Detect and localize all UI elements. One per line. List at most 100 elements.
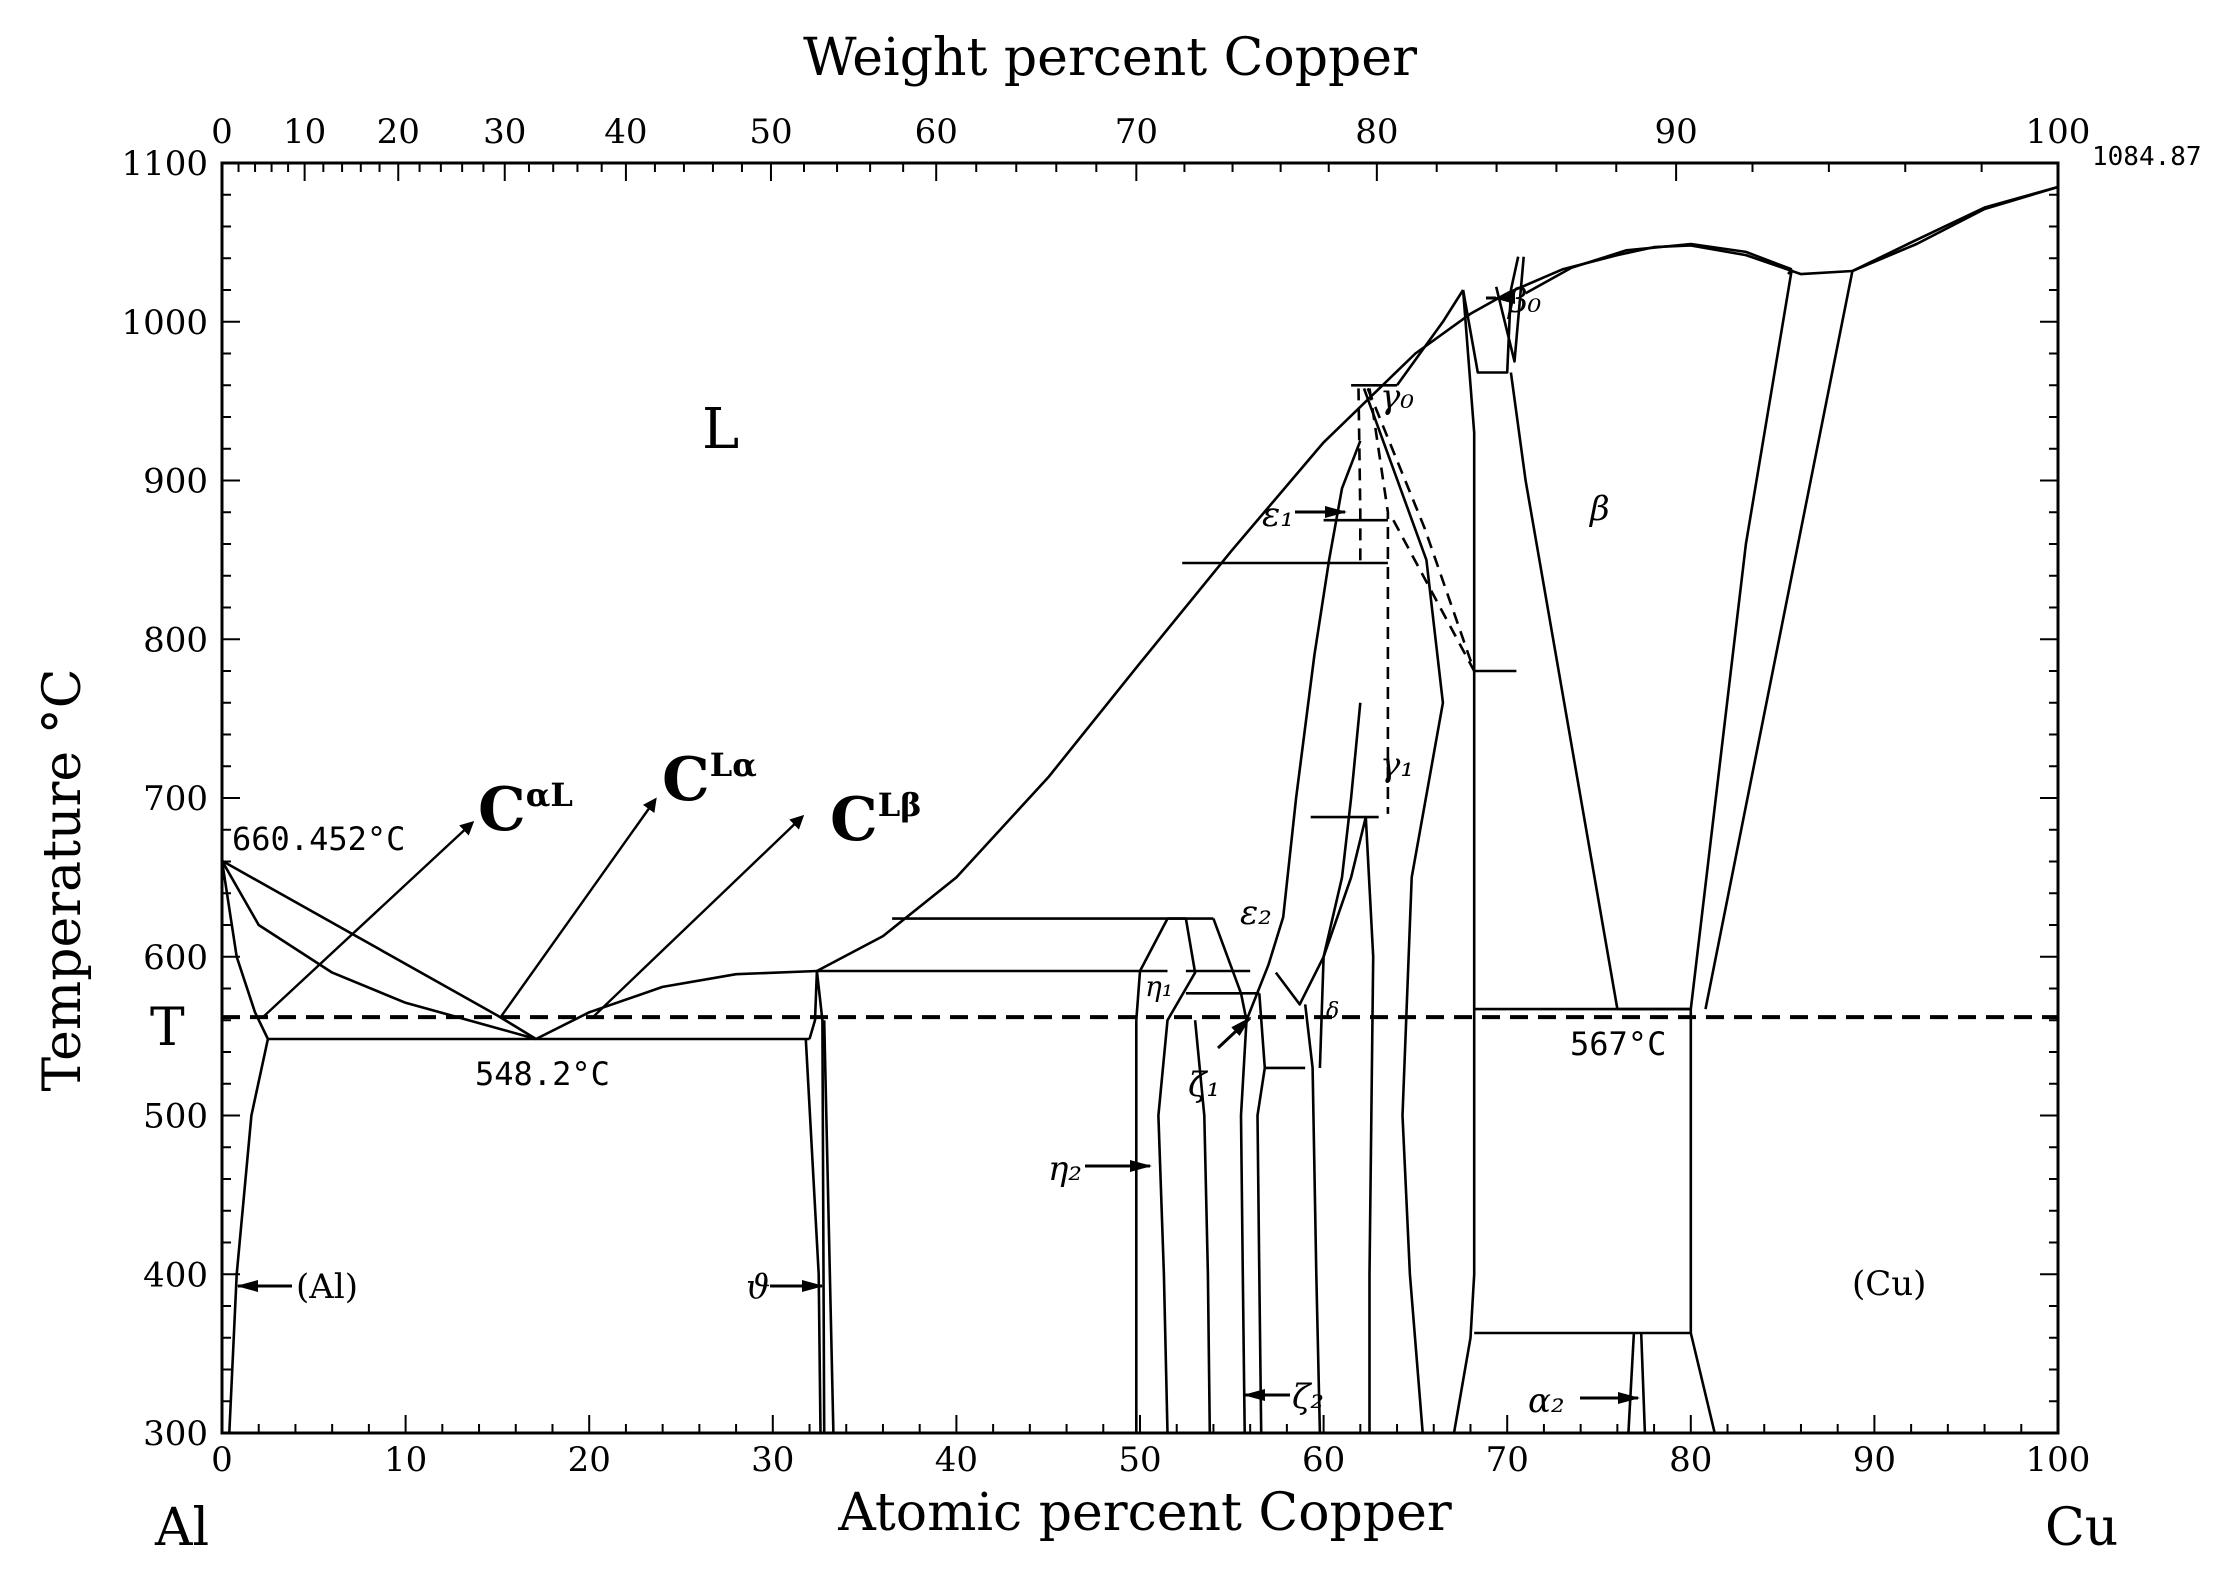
x-tick-label: 60 xyxy=(1302,1440,1345,1480)
top-tick-label: 70 xyxy=(1115,112,1158,152)
phase-boundary-44 xyxy=(1689,1009,1716,1434)
bottom-axis-title: Atomic percent Copper xyxy=(837,1483,1452,1543)
note-cu-melting: 1084.87 xyxy=(2092,142,2202,172)
y-axis-title: Temperature °C xyxy=(33,669,93,1092)
arrow-c-alphaL xyxy=(261,820,475,1019)
phase-boundary-25 xyxy=(1303,1004,1322,1434)
c-label-Lbeta-base: C xyxy=(830,785,878,855)
top-tick-label: 30 xyxy=(483,112,526,152)
c-label-alphaL-base: C xyxy=(478,775,526,845)
top-tick-label: 0 xyxy=(211,112,233,152)
top-tick-label: 50 xyxy=(749,112,792,152)
phase-boundary-40 xyxy=(1509,372,1619,1010)
c-label-Lbeta: CLβ xyxy=(830,785,922,855)
c-label-alphaL-sup: αL xyxy=(526,776,573,814)
pointer-zeta1 xyxy=(1216,1016,1252,1050)
top-tick-label: 60 xyxy=(915,112,958,152)
phase-label-delta: δ xyxy=(1326,999,1339,1024)
y-tick-label: 700 xyxy=(143,779,208,819)
y-tick-label: 500 xyxy=(143,1097,208,1137)
top-axis-title: Weight percent Copper xyxy=(803,28,1417,88)
x-tick-label: 70 xyxy=(1486,1440,1529,1480)
x-tick-label: 30 xyxy=(751,1440,794,1480)
phase-boundary-32 xyxy=(1368,388,1390,814)
y-tick-label: 400 xyxy=(143,1255,208,1295)
y-tick-label: 300 xyxy=(143,1414,208,1454)
phase-label-beta: β xyxy=(1588,489,1610,529)
phase-label-gamma0: γ₀ xyxy=(1380,377,1414,417)
arrow-c-Lalpha xyxy=(499,797,657,1019)
phase-boundary-16 xyxy=(1135,917,1197,1434)
x-tick-label: 100 xyxy=(2026,1440,2091,1480)
phase-boundary-10 xyxy=(808,969,826,1434)
phase-label-Cu: (Cu) xyxy=(1852,1264,1926,1304)
phase-boundary-37 xyxy=(1452,289,1476,1434)
phase-boundary-7 xyxy=(221,859,537,1041)
c-label-alphaL: CαL xyxy=(478,775,573,845)
y-tick-label: 800 xyxy=(143,620,208,660)
phase-boundary-2 xyxy=(816,292,1508,973)
phase-boundary-3 xyxy=(1506,185,2059,295)
arrow-c-Lbeta xyxy=(591,814,805,1019)
phase-boundary-48 xyxy=(1787,268,1793,275)
phase-label-eps2: ε₂ xyxy=(1240,893,1272,933)
phase-boundary-21 xyxy=(1245,440,1362,1021)
phase-boundary-34 xyxy=(1392,519,1476,672)
phase-boundary-4 xyxy=(1524,242,1793,295)
phase-boundary-19 xyxy=(1193,1020,1212,1434)
phase-boundary-20 xyxy=(1212,918,1248,1434)
y-tick-label: 1000 xyxy=(121,303,208,343)
phase-label-eta2: η₂ xyxy=(1048,1149,1082,1189)
end-label-al: Al xyxy=(154,1498,209,1558)
phase-label-gamma1: γ₁ xyxy=(1380,745,1414,785)
top-tick-label: 90 xyxy=(1654,112,1697,152)
phase-label-alpha2: α₂ xyxy=(1528,1381,1565,1421)
phase-boundary-5 xyxy=(1851,185,2059,273)
c-label-Lalpha-sup: Lα xyxy=(710,746,757,784)
phase-boundary-11 xyxy=(804,1038,822,1434)
phase-boundary-47 xyxy=(1627,1332,1636,1434)
x-tick-label: 40 xyxy=(935,1440,978,1480)
phase-boundary-0 xyxy=(220,860,537,1041)
phase-label-beta0: β₀ xyxy=(1506,281,1542,321)
top-tick-label: 40 xyxy=(604,112,647,152)
phase-boundary-1 xyxy=(535,969,817,1041)
x-tick-label: 0 xyxy=(211,1440,233,1480)
phase-boundary-6 xyxy=(220,860,270,1040)
c-label-Lbeta-sup: Lβ xyxy=(878,786,922,824)
phase-boundary-22 xyxy=(1256,993,1267,1434)
top-tick-label: 80 xyxy=(1355,112,1398,152)
x-tick-label: 50 xyxy=(1118,1440,1161,1480)
c-label-Lalpha: CLα xyxy=(662,745,757,815)
phase-boundary-26 xyxy=(1318,815,1375,1433)
note-al-melting: 660.452°C xyxy=(232,820,405,858)
phase-boundary-36 xyxy=(1362,387,1445,1434)
phase-label-eps1: ε₁ xyxy=(1262,495,1294,535)
phase-boundary-13 xyxy=(822,1020,835,1434)
y-tick-label: 1100 xyxy=(121,144,208,184)
x-tick-label: 10 xyxy=(384,1440,427,1480)
x-tick-label: 20 xyxy=(568,1440,611,1480)
phase-boundary-9 xyxy=(228,1038,270,1434)
y-tick-label: 900 xyxy=(143,462,208,502)
phase-boundary-46 xyxy=(1639,1332,1647,1434)
c-label-Lalpha-base: C xyxy=(662,745,710,815)
x-tick-label: 80 xyxy=(1669,1440,1712,1480)
phase-label-Al: (Al) xyxy=(296,1267,358,1307)
note-567: 567°C xyxy=(1570,1025,1666,1063)
top-tick-label: 20 xyxy=(377,112,420,152)
phase-label-zeta1: ζ₁ xyxy=(1188,1065,1220,1105)
t-isotherm-label: T xyxy=(150,998,185,1058)
note-eutectic: 548.2°C xyxy=(475,1055,610,1093)
phase-boundary-49 xyxy=(1704,270,1854,1010)
phase-label-eta1: η₁ xyxy=(1145,970,1173,1003)
phase-boundary-38 xyxy=(1461,256,1520,374)
phase-label-L: L xyxy=(702,397,739,462)
top-tick-label: 10 xyxy=(283,112,326,152)
phase-boundary-31 xyxy=(1357,388,1362,563)
phase-boundaries xyxy=(220,185,2059,1434)
phase-boundary-24 xyxy=(1274,702,1362,1006)
phase-boundary-33 xyxy=(1366,387,1476,672)
